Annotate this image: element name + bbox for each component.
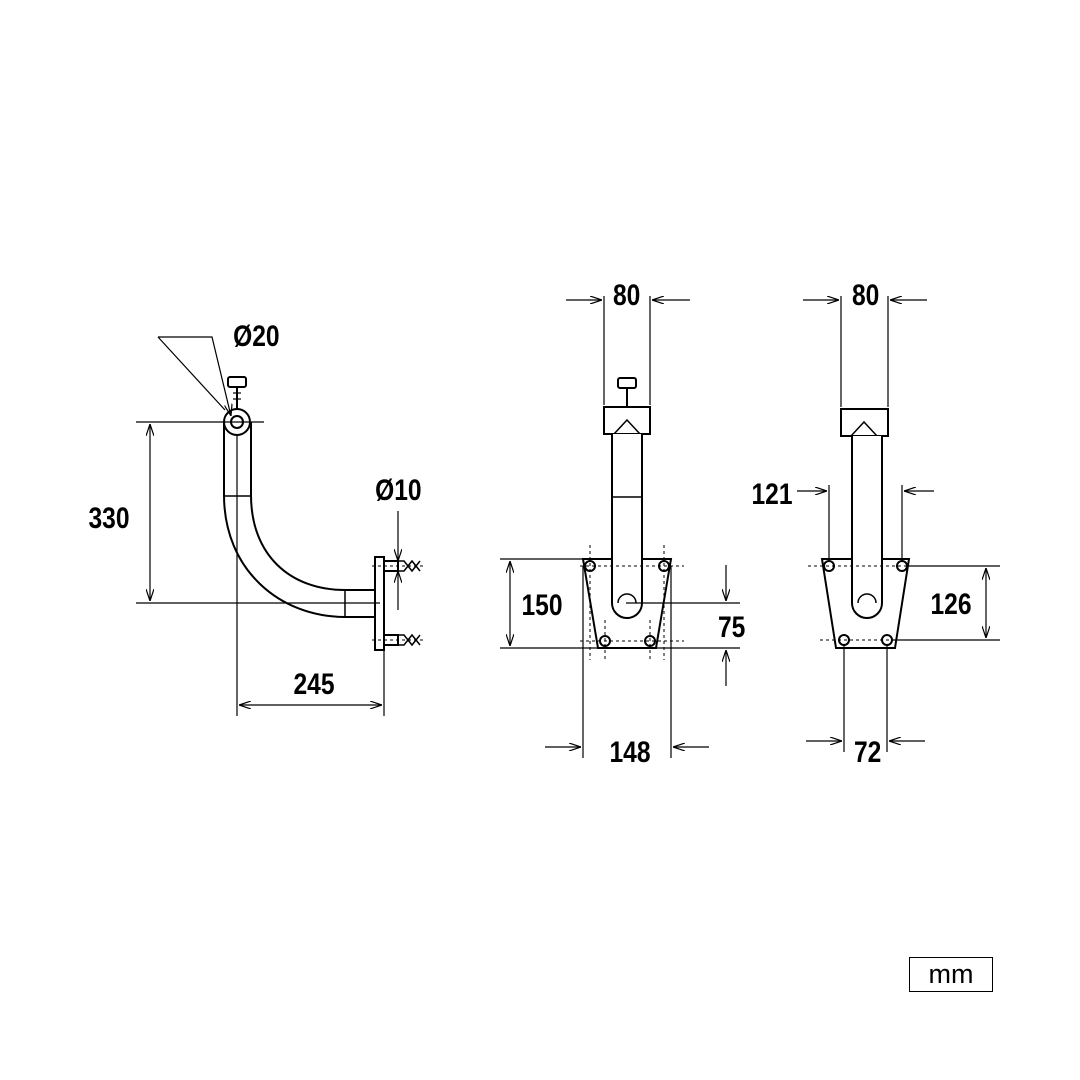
label-rear-upper-width: 121	[752, 477, 793, 511]
label-side-anchor-diameter: Ø10	[375, 473, 421, 507]
label-front-plate-height: 150	[522, 588, 563, 622]
label-front-hole-spacing: 75	[718, 610, 745, 644]
rear-view	[797, 296, 1000, 752]
units-label: mm	[909, 957, 993, 992]
label-side-height: 330	[89, 501, 130, 535]
front-view	[500, 296, 740, 758]
label-front-plate-width: 148	[610, 735, 651, 769]
dimension-labels: Ø20 330 Ø10 245 80 150 75 148 80 121 126…	[89, 278, 972, 769]
screw-knob	[227, 376, 247, 388]
label-rear-top-width: 80	[852, 278, 879, 312]
bent-pipe	[223, 422, 376, 618]
label-front-top-width: 80	[613, 278, 640, 312]
label-rear-plate-height: 126	[931, 587, 972, 621]
label-side-depth: 245	[294, 667, 335, 701]
label-rear-lower-width: 72	[854, 735, 881, 769]
side-view	[136, 336, 425, 716]
label-side-pipe-diameter: Ø20	[233, 319, 279, 353]
